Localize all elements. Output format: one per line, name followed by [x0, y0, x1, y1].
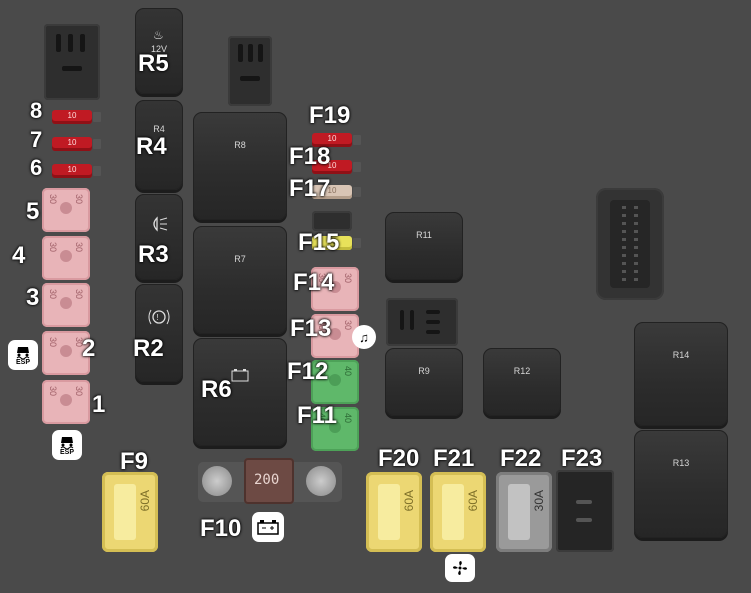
relay-r6[interactable] [193, 338, 287, 446]
fuse-label-f22: F22 [500, 445, 542, 472]
connector-top-left [44, 24, 100, 100]
fuse-label-6: 6 [30, 155, 43, 180]
bolt-left [202, 466, 232, 496]
fuse-label-7: 7 [30, 127, 43, 152]
relay-label-r3: R3 [138, 241, 169, 268]
fuse-label-8: 8 [30, 98, 43, 123]
fuse-label-f9: F9 [120, 448, 149, 475]
relay-r2[interactable]: ! [135, 284, 183, 382]
bolt-right [306, 466, 336, 496]
connector-middle-right [386, 298, 458, 346]
relay-r12[interactable]: R12 [483, 348, 561, 416]
music-icon: ♫ [352, 325, 376, 349]
fuse-label-f17: F17 [289, 175, 331, 202]
headlight-icon [149, 216, 169, 237]
fuse-label-3: 3 [26, 284, 40, 311]
fan-icon [445, 554, 475, 582]
fuse-f18[interactable]: 10 [312, 160, 361, 174]
esp-icon: ESP [52, 430, 82, 460]
fuse-label-f10: F10 [200, 515, 242, 542]
relay-r5[interactable]: ♨ 12V [135, 8, 183, 94]
fuse-label-1: 1 [92, 391, 106, 418]
fuse-slot-f16[interactable] [312, 211, 352, 231]
fuse-f10[interactable]: 200 [244, 458, 294, 504]
fuse-f17[interactable]: 10 [312, 185, 361, 199]
fuse-label-f12: F12 [287, 358, 329, 385]
relay-r4[interactable]: R4 [135, 100, 183, 190]
fuse-label-f11: F11 [297, 402, 338, 429]
fuse-f22[interactable]: 30A [496, 472, 552, 552]
fuse-f19[interactable]: 10 [312, 133, 361, 147]
fuse-slot-f23[interactable] [556, 470, 614, 552]
fuse-label-f13: F13 [290, 315, 332, 342]
fuse-label-4: 4 [12, 242, 26, 269]
fuse-8[interactable]: 10 [52, 110, 101, 124]
connector-top-middle [228, 36, 272, 106]
fuse-f20[interactable]: 60A [366, 472, 422, 552]
fuse-f21[interactable]: 60A [430, 472, 486, 552]
relay-label-r2: R2 [133, 335, 164, 362]
battery-icon [231, 368, 249, 387]
voltage-text: 12V [151, 44, 168, 54]
esp-icon: ESP [8, 340, 38, 370]
svg-text:!: ! [157, 313, 159, 322]
battery-icon [252, 512, 284, 542]
fuse-label-f20: F20 [378, 445, 420, 472]
fuse-label-f23: F23 [561, 445, 603, 472]
relay-r3[interactable] [135, 194, 183, 280]
relay-r7[interactable]: R7 [193, 226, 287, 334]
seat-heater-icon: ♨ [153, 28, 164, 42]
brake-icon: ! [147, 306, 171, 333]
fuse-label-f19: F19 [309, 102, 351, 129]
diagnostic-connector[interactable] [596, 188, 664, 300]
relay-r11[interactable]: R11 [385, 212, 463, 280]
fuse-label-f21: F21 [433, 445, 475, 472]
fuse-7[interactable]: 10 [52, 137, 101, 151]
fuse-f10-value: 200 [254, 472, 280, 488]
relay-r9[interactable]: R9 [385, 348, 463, 416]
relay-label-r5: R5 [138, 50, 169, 77]
fuse-label-f14: F14 [293, 269, 335, 296]
fuse-label-f15: F15 [298, 229, 340, 256]
relay-r14[interactable]: R14 [634, 322, 728, 426]
relay-label-r4: R4 [136, 133, 167, 160]
fuse-6[interactable]: 10 [52, 164, 101, 178]
fuse-label-2: 2 [82, 335, 96, 362]
relay-r8[interactable]: R8 [193, 112, 287, 220]
fuse-label-5: 5 [26, 198, 40, 225]
fuse-label-f18: F18 [289, 143, 331, 170]
relay-r13[interactable]: R13 [634, 430, 728, 538]
fuse-f15[interactable]: 10 [312, 236, 361, 250]
fuse-f9[interactable]: 60A [102, 472, 158, 552]
relay-label-r6: R6 [201, 376, 232, 403]
